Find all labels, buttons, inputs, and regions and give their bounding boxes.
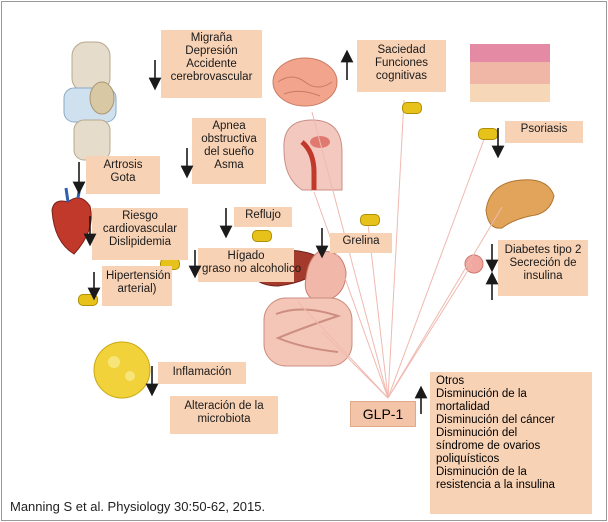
citation: Manning S et al. Physiology 30:50-62, 20… [10,499,265,514]
